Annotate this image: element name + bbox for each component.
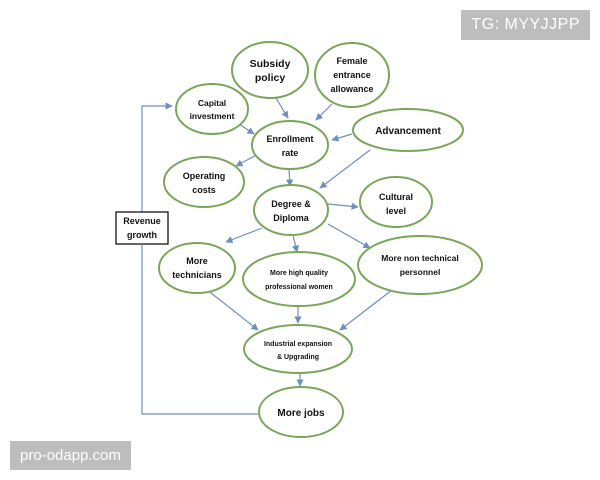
arrow-advancement-to-enrollment — [331, 133, 353, 142]
watermark-bottom-left: pro-odapp.com — [10, 441, 131, 470]
arrow-nontechnical-to-industrial — [339, 289, 393, 331]
arrow-degree-to-women — [292, 234, 300, 253]
arrow-allowance-to-enrollment — [315, 103, 333, 121]
arrow-advancement-to-degree — [319, 149, 371, 189]
svg-text:Industrial expansion& Upgradin: Industrial expansion& Upgrading — [264, 341, 332, 361]
arrow-revenue-to-capital — [141, 102, 173, 212]
arrow-enrollment-to-operating — [235, 153, 259, 167]
node-advancement: Advancement — [352, 108, 464, 152]
svg-text:Degree &Diploma: Degree &Diploma — [271, 199, 311, 223]
watermark-top-right: TG: MYYJJPP — [461, 10, 590, 40]
node-industrial-expansion: Industrial expansion& Upgrading — [243, 324, 353, 374]
svg-text:More jobs: More jobs — [277, 408, 325, 419]
svg-text:Advancement: Advancement — [375, 126, 441, 137]
arrow-degree-to-nontechnical — [327, 223, 371, 249]
node-more-jobs: More jobs — [258, 386, 344, 438]
arrow-jobs-to-revenue — [141, 245, 258, 415]
node-degree-diploma: Degree &Diploma — [253, 184, 329, 236]
arrow-subsidy-to-enrollment — [275, 97, 289, 119]
arrow-enrollment-to-degree — [286, 168, 294, 187]
arrows — [141, 97, 393, 415]
arrow-technicians-to-industrial — [205, 288, 259, 331]
arrow-degree-to-cultural — [327, 202, 359, 210]
arrow-degree-to-technicians — [225, 227, 263, 244]
